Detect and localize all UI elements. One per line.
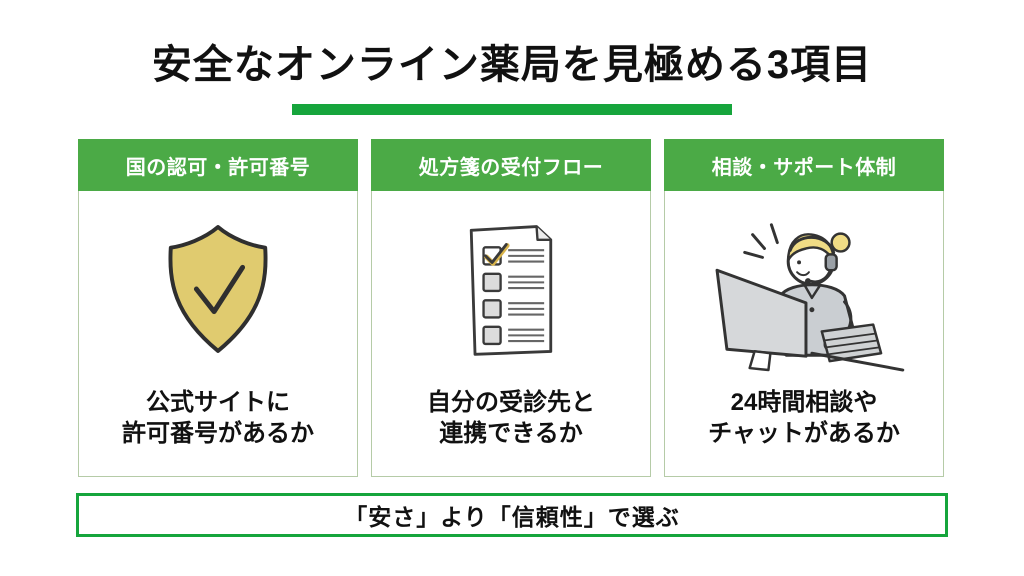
card-prescription-line2: 連携できるか	[439, 420, 583, 448]
card-prescription-flow: 処方箋の受付フロー	[371, 139, 651, 477]
card-prescription-header: 処方箋の受付フロー	[371, 139, 651, 191]
card-prescription-body: 自分の受診先と 連携できるか	[372, 191, 650, 476]
card-support-body: 24時間相談や チャットがあるか	[665, 191, 943, 476]
conclusion-text: 「安さ」より「信頼性」で選ぶ	[344, 504, 680, 530]
card-license-body: 公式サイトに 許可番号があるか	[79, 191, 357, 476]
cards-row: 国の認可・許可番号 公式サイトに 許可番号があるか 処方箋の受付フロー	[78, 139, 946, 477]
conclusion-banner: 「安さ」より「信頼性」で選ぶ	[76, 493, 948, 537]
card-license-header: 国の認可・許可番号	[78, 139, 358, 191]
card-support: 相談・サポート体制	[664, 139, 944, 477]
shield-check-icon	[79, 191, 357, 387]
card-support-line1: 24時間相談や	[730, 388, 878, 416]
card-license-line2: 許可番号があるか	[122, 420, 314, 448]
card-prescription-line1: 自分の受診先と	[427, 388, 595, 416]
card-support-description: 24時間相談や チャットがあるか	[708, 387, 900, 450]
page-title: 安全なオンライン薬局を見極める3項目	[151, 43, 873, 87]
card-license-line1: 公式サイトに	[146, 388, 290, 416]
card-license: 国の認可・許可番号 公式サイトに 許可番号があるか	[78, 139, 358, 477]
card-prescription-description: 自分の受診先と 連携できるか	[427, 387, 595, 450]
support-operator-icon	[665, 191, 943, 387]
card-support-line2: チャットがあるか	[708, 420, 900, 448]
checklist-document-icon	[372, 191, 650, 387]
card-license-description: 公式サイトに 許可番号があるか	[122, 387, 314, 450]
card-support-header: 相談・サポート体制	[664, 139, 944, 191]
title-underline	[292, 104, 732, 115]
